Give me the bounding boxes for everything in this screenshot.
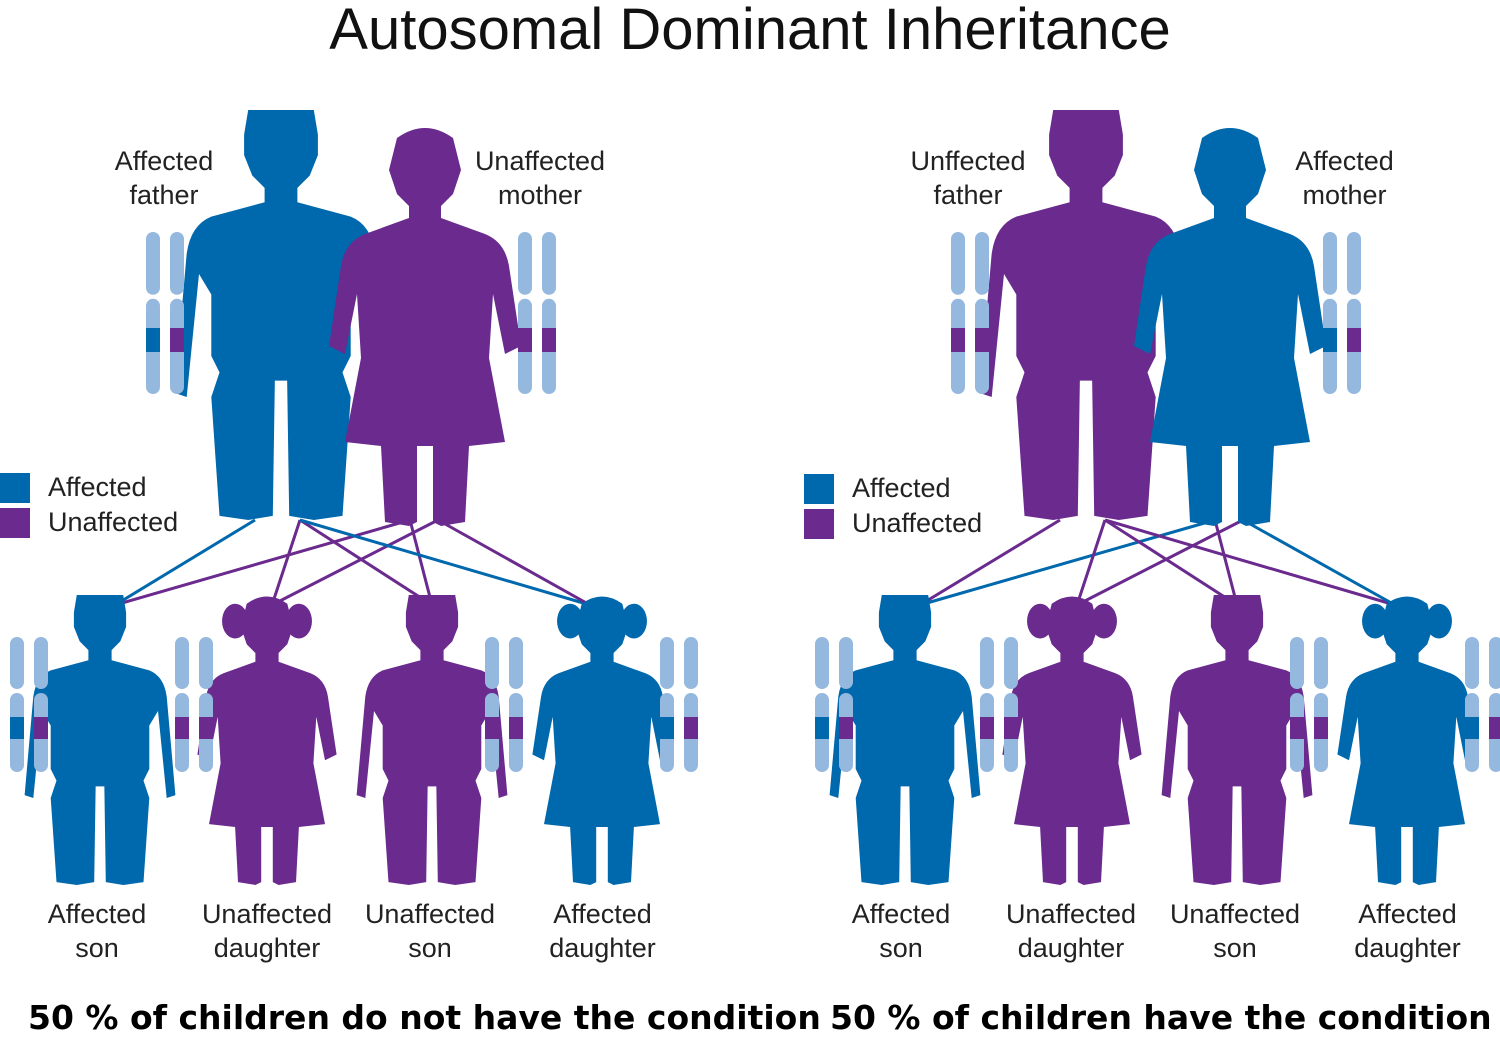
connector-line	[919, 518, 1061, 607]
legend: Affected Unaffected	[804, 471, 982, 541]
connector-line	[437, 518, 591, 607]
connector-line	[1104, 518, 1396, 607]
chromosome-pair	[1465, 637, 1500, 772]
affected-swatch	[0, 472, 30, 503]
legend-item-affected: Affected	[0, 470, 178, 505]
chromosome-pair	[175, 637, 213, 772]
connector-line	[1075, 519, 1107, 606]
chromosome-pair	[518, 232, 556, 394]
page-title: Autosomal Dominant Inheritance	[329, 0, 1171, 62]
female-figure	[197, 596, 337, 885]
male-figure	[24, 595, 176, 885]
legend-item-unaffected: Unaffected	[804, 506, 982, 541]
affected-swatch	[804, 473, 834, 504]
legend: Affected Unaffected	[0, 470, 178, 540]
male-figure	[356, 595, 508, 885]
chromosome-pair	[660, 637, 698, 772]
connector-line	[1076, 518, 1244, 607]
caption: 50 % of children do not have the conditi…	[28, 998, 821, 1037]
connector-line	[408, 519, 434, 606]
female-figure	[532, 596, 672, 885]
connector-line	[1242, 518, 1396, 607]
chromosome-pair	[1290, 637, 1328, 772]
chromosome-pair	[1323, 232, 1361, 394]
male-figure	[1161, 595, 1313, 885]
male-figure	[979, 110, 1193, 521]
legend-item-unaffected: Unaffected	[0, 505, 178, 540]
chromosome-pair	[815, 637, 853, 772]
female-figure	[1337, 596, 1477, 885]
chromosome-pair	[951, 232, 989, 394]
chromosome-pair	[980, 637, 1018, 772]
female-figure	[329, 128, 521, 526]
connector-line	[270, 519, 302, 606]
connector-line	[299, 518, 433, 607]
female-figure	[1002, 596, 1142, 885]
connector-line	[1213, 519, 1239, 606]
unaffected-swatch	[804, 508, 834, 539]
male-figure	[829, 595, 981, 885]
connector-line	[1104, 518, 1238, 607]
chromosome-pair	[485, 637, 523, 772]
unaffected-swatch	[0, 507, 30, 538]
male-figure	[174, 110, 388, 521]
connector-line	[114, 518, 256, 607]
connector-line	[114, 518, 411, 607]
legend-item-affected: Affected	[804, 471, 982, 506]
female-figure	[1134, 128, 1326, 526]
connector-line	[299, 518, 591, 607]
chromosome-pair	[146, 232, 184, 394]
caption: 50 % of children have the condition	[830, 998, 1492, 1037]
connector-line	[271, 518, 439, 607]
chromosome-pair	[10, 637, 48, 772]
connector-line	[919, 518, 1216, 607]
